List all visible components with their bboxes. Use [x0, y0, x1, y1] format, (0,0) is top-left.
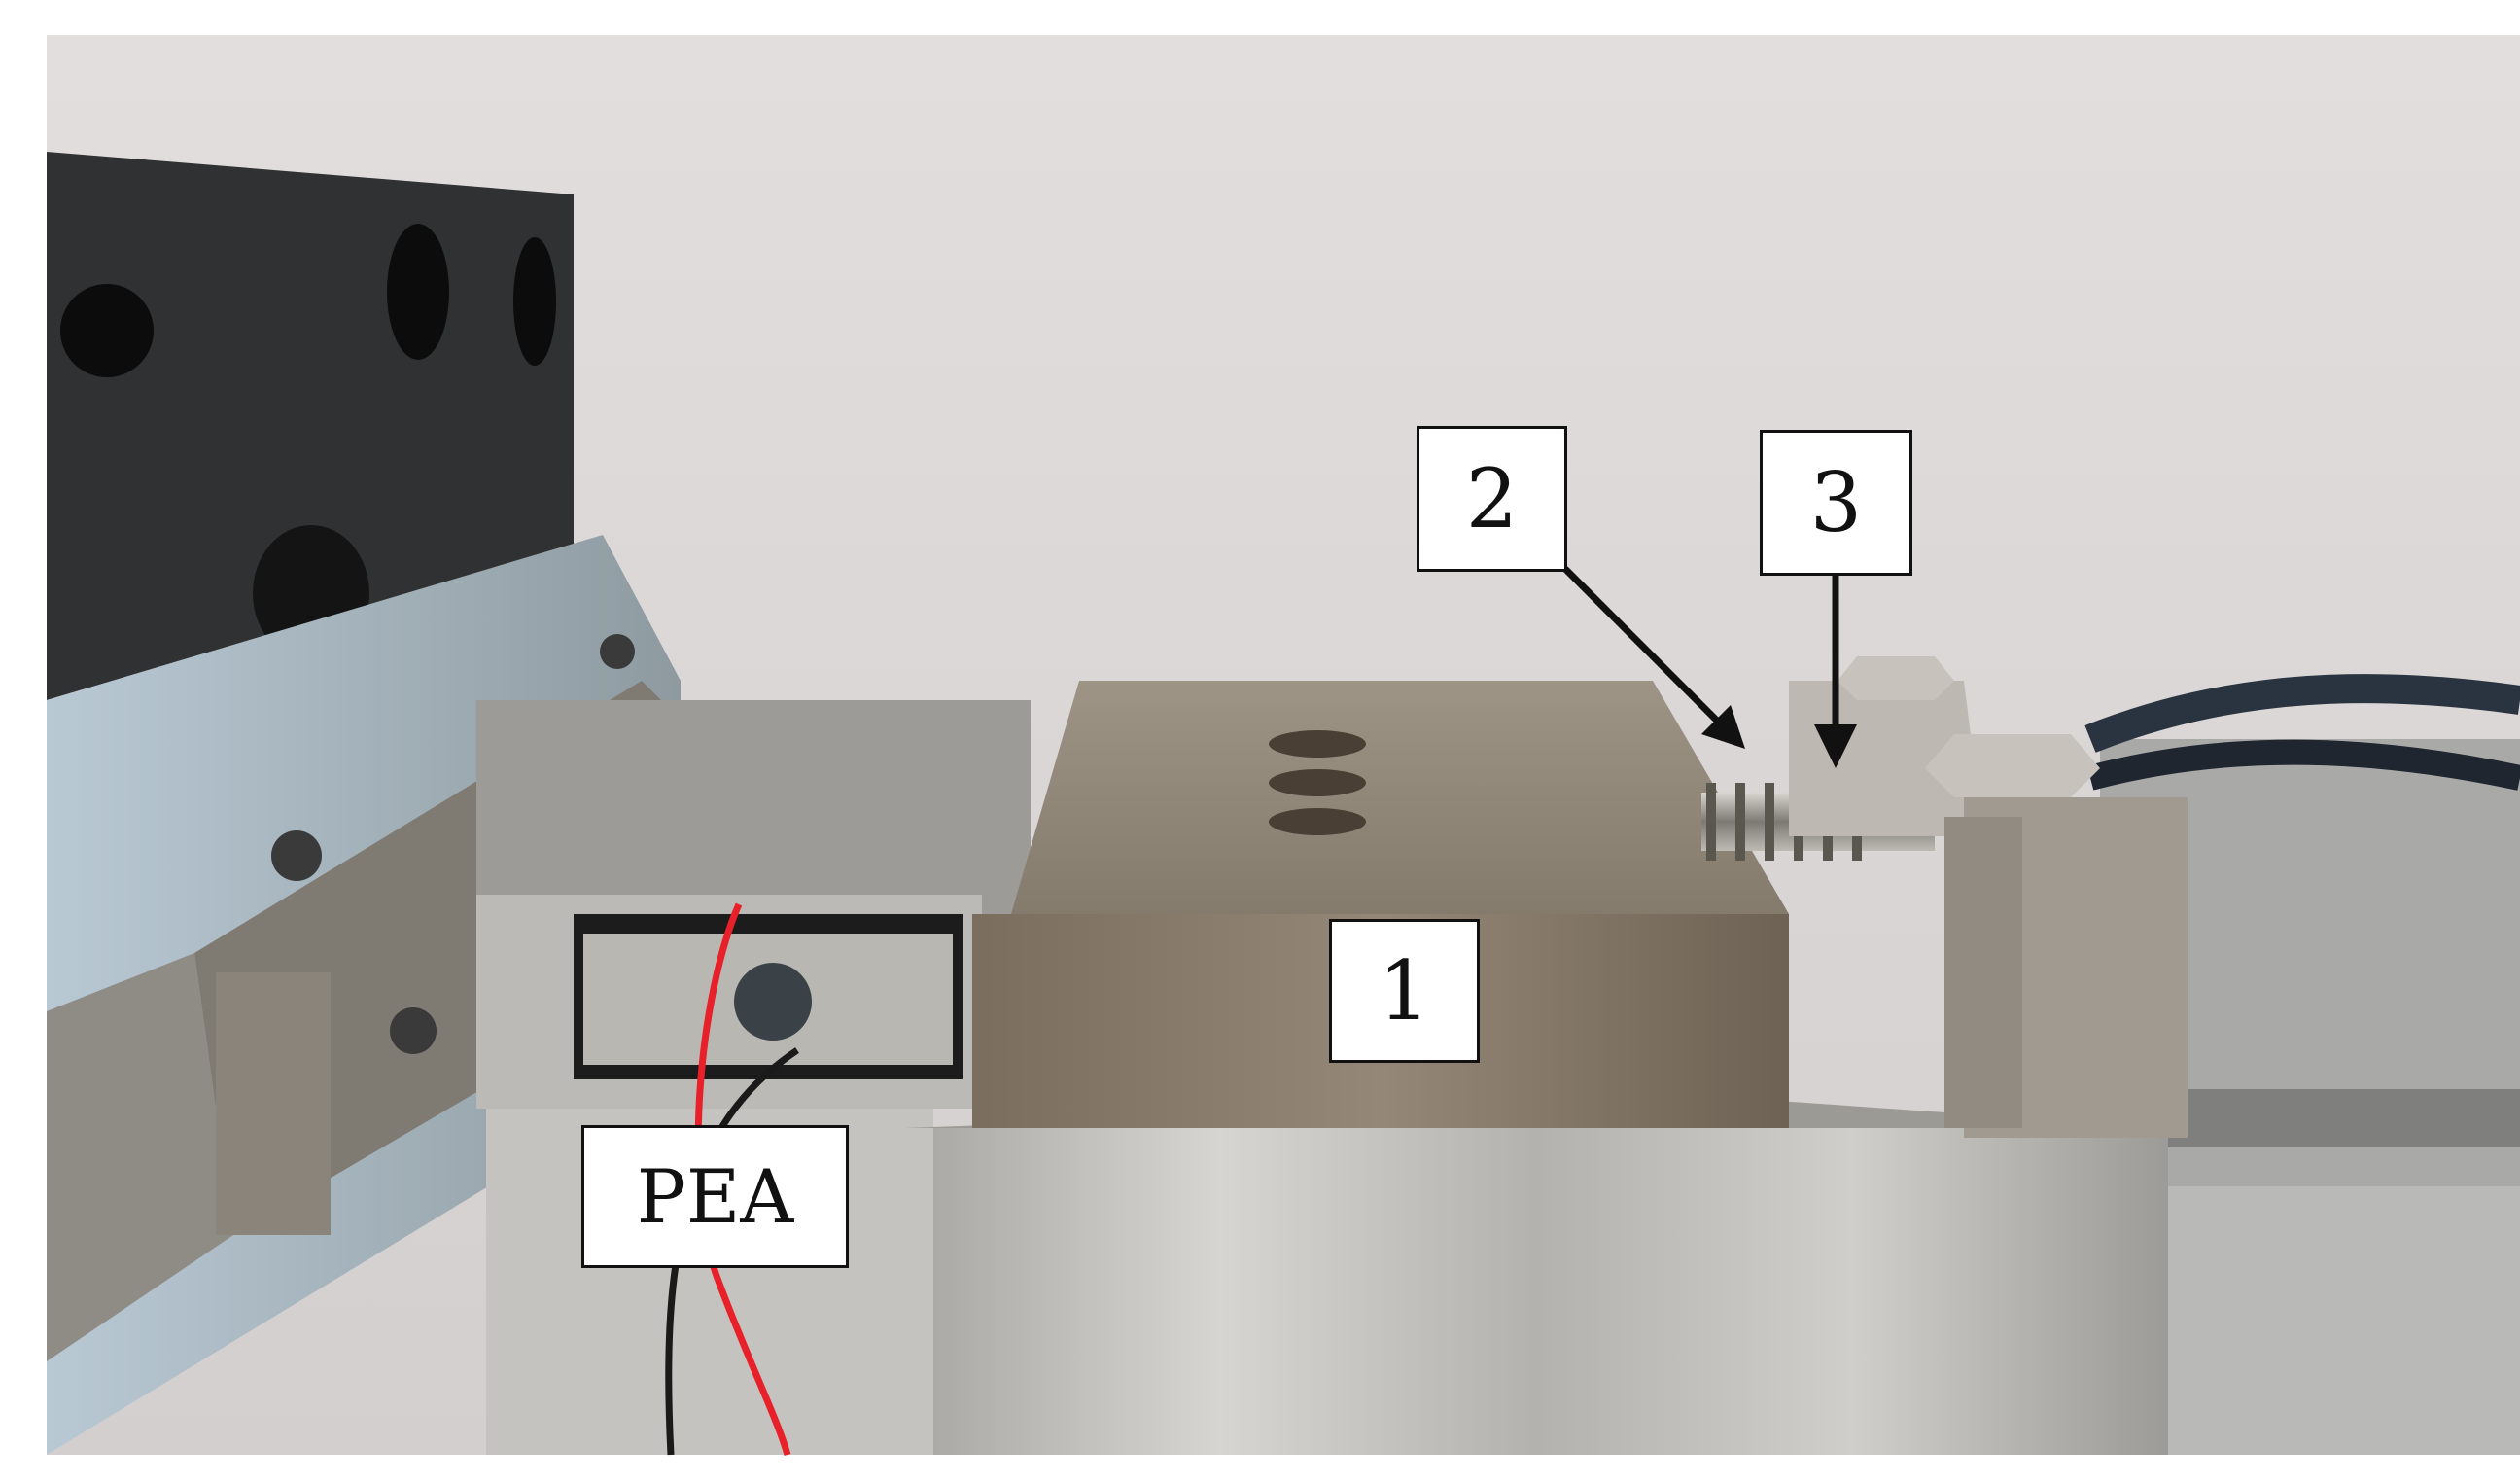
arrow-2-line	[1562, 566, 1729, 732]
arrow-2-head	[1701, 705, 1745, 749]
label-part-2: 2	[1417, 426, 1567, 572]
label-part-1: 1	[1329, 919, 1480, 1063]
label-part-1-text: 1	[1378, 943, 1431, 1039]
pea-sensor-dot	[734, 963, 812, 1041]
label-pea-text: PEA	[636, 1153, 794, 1240]
label-part-3: 3	[1760, 430, 1912, 576]
steel-base	[904, 1128, 2168, 1455]
label-part-3-text: 3	[1809, 455, 1863, 550]
arrow-3-head	[1814, 724, 1857, 768]
label-pea: PEA	[581, 1125, 849, 1268]
hex-bolt-1	[1838, 656, 1954, 700]
hex-bolt-2	[1925, 734, 2100, 797]
label-part-2-text: 2	[1465, 451, 1519, 547]
pea-housing-top	[476, 700, 1031, 914]
part-1-top	[1011, 681, 1789, 914]
